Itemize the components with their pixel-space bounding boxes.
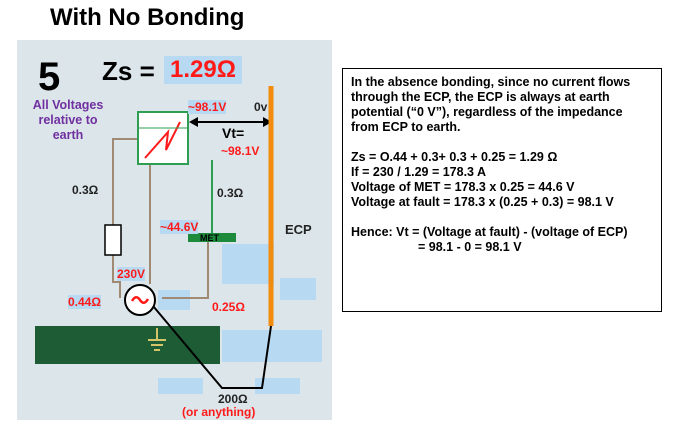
arrowhead-right-icon bbox=[263, 117, 272, 127]
met-earth-resistance: 0.25Ω bbox=[212, 300, 245, 314]
calc-line: Voltage at fault = 178.3 x (0.25 + 0.3) … bbox=[351, 195, 614, 209]
met-bar bbox=[188, 233, 236, 242]
source-voltage: 230V bbox=[117, 267, 146, 281]
calc-line: Zs = O.44 + 0.3+ 0.3 + 0.25 = 1.29 Ω bbox=[351, 150, 558, 164]
met-voltage: ~44.6V bbox=[160, 220, 199, 234]
zs-label: Zs = bbox=[102, 56, 155, 86]
highlight-block bbox=[222, 330, 322, 362]
ecp-label: ECP bbox=[285, 222, 312, 237]
resistor-icon bbox=[104, 224, 122, 256]
hence-result: = 98.1 - 0 = 98.1 V bbox=[418, 240, 522, 254]
page-title: With No Bonding bbox=[50, 4, 245, 31]
sine-icon bbox=[130, 296, 150, 304]
zs-value: 1.29Ω bbox=[164, 56, 242, 84]
explanation-box: In the absence bonding, since no current… bbox=[342, 68, 662, 312]
vt-label: Vt= bbox=[222, 125, 245, 141]
arrowhead-left-icon bbox=[189, 117, 198, 127]
voltage-note: All Voltages relative to earth bbox=[32, 98, 104, 142]
hence-line: Hence: Vt = (Voltage at fault) - (voltag… bbox=[351, 225, 628, 239]
calc-line: If = 230 / 1.29 = 178.3 A bbox=[351, 165, 487, 179]
resistance-right: 0.3Ω bbox=[217, 186, 244, 200]
earth-resistance-note: (or anything) bbox=[182, 405, 256, 419]
slide-number: 5 bbox=[38, 55, 61, 99]
earth-symbol-icon bbox=[148, 328, 166, 351]
explanation-intro: In the absence bonding, since no current… bbox=[351, 75, 631, 134]
vt-value: ~98.1V bbox=[221, 144, 260, 158]
fault-icon bbox=[144, 121, 181, 159]
highlight-block bbox=[158, 290, 190, 310]
fault-voltage: ~98.1V bbox=[188, 100, 227, 114]
calc-line: Voltage of MET = 178.3 x 0.25 = 44.6 V bbox=[351, 180, 575, 194]
earth-bar bbox=[35, 326, 220, 364]
highlight-block bbox=[280, 278, 316, 300]
highlight-block bbox=[222, 244, 274, 284]
earth-resistance: 200Ω bbox=[218, 392, 248, 406]
highlight-block bbox=[158, 378, 203, 394]
resistance-left: 0.3Ω bbox=[72, 183, 99, 197]
earth-path bbox=[147, 299, 272, 389]
met-label: MET bbox=[200, 233, 219, 243]
source-resistance: 0.44Ω bbox=[68, 295, 101, 309]
highlight-block bbox=[255, 378, 300, 394]
ecp-zero-voltage: 0v bbox=[254, 100, 268, 114]
